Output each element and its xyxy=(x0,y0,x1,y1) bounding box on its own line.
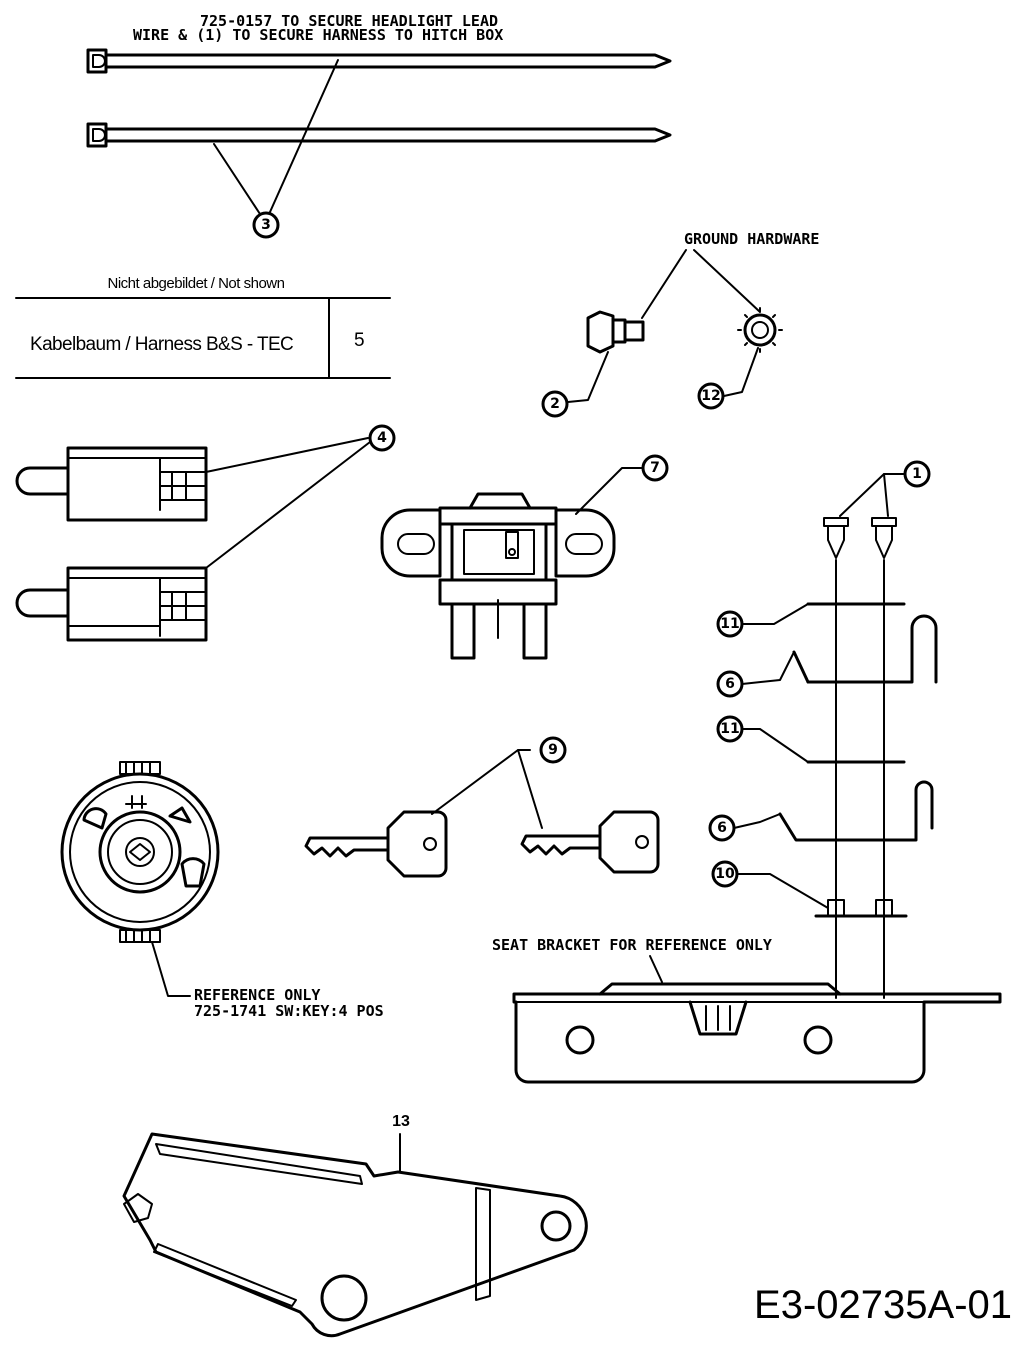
part-13-label: 13 xyxy=(392,1113,410,1130)
seat-switch xyxy=(380,492,616,660)
svg-text:11: 11 xyxy=(720,721,739,737)
callout-4[interactable]: 4 xyxy=(368,424,396,452)
drawing-number: E3-02735A-01 xyxy=(754,1283,1012,1327)
svg-text:9: 9 xyxy=(548,742,558,758)
leader-3a xyxy=(213,143,261,215)
leader-ground-bolt xyxy=(641,249,687,319)
svg-text:7: 7 xyxy=(650,460,660,476)
callout-7[interactable]: 7 xyxy=(641,454,669,482)
callout-11-upper[interactable]: 11 xyxy=(716,610,744,638)
seat-bracket-label: SEAT BRACKET FOR REFERENCE ONLY xyxy=(492,936,772,954)
callout-12[interactable]: 12 xyxy=(697,382,725,410)
leader-1b xyxy=(883,473,889,517)
ignition-switch xyxy=(60,761,220,943)
leader-4a xyxy=(205,437,369,473)
callout-10[interactable]: 10 xyxy=(711,860,739,888)
key-right xyxy=(520,810,660,874)
svg-text:1: 1 xyxy=(912,466,922,482)
callout-6-lower[interactable]: 6 xyxy=(708,814,736,842)
cable-tie-lower xyxy=(86,122,672,148)
leader-seat-bracket xyxy=(649,955,663,983)
svg-text:3: 3 xyxy=(261,217,271,233)
key-left xyxy=(304,810,448,878)
ground-bolt xyxy=(586,310,645,354)
callout-9[interactable]: 9 xyxy=(539,736,567,764)
leader-ground-washer xyxy=(693,249,761,313)
connector-lower xyxy=(15,566,208,642)
leader-11a xyxy=(741,603,809,625)
callout-2[interactable]: 2 xyxy=(541,390,569,418)
svg-text:4: 4 xyxy=(377,430,387,446)
leader-1a xyxy=(839,473,905,517)
svg-text:12: 12 xyxy=(701,388,720,404)
reference-only-label: REFERENCE ONLY xyxy=(194,986,320,1004)
svg-text:11: 11 xyxy=(720,616,739,632)
harness-routing xyxy=(778,517,938,999)
callout-1[interactable]: 1 xyxy=(903,460,931,488)
connector-upper xyxy=(15,446,208,522)
svg-text:6: 6 xyxy=(717,820,727,836)
leader-9b xyxy=(517,749,543,829)
callout-6-upper[interactable]: 6 xyxy=(716,670,744,698)
ground-hardware-label: GROUND HARDWARE xyxy=(684,230,819,248)
callout-3[interactable]: 3 xyxy=(252,211,280,239)
cable-tie-note-line1: 725-0157 TO SECURE HEADLIGHT LEAD xyxy=(200,12,498,30)
seat-bracket xyxy=(512,982,1002,1084)
svg-text:2: 2 xyxy=(550,396,560,412)
not-shown-table: Nicht abgebildet / Not shown Kabelbaum /… xyxy=(15,275,391,379)
leader-7 xyxy=(575,467,643,515)
switch-part-label: 725-1741 SW:KEY:4 POS xyxy=(194,1002,384,1020)
svg-text:10: 10 xyxy=(715,866,735,882)
table-row-description: Kabelbaum / Harness B&S - TEC xyxy=(30,334,293,355)
cable-tie-upper xyxy=(86,48,672,74)
svg-text:6: 6 xyxy=(725,676,735,692)
leader-11b xyxy=(741,728,809,763)
leader-2 xyxy=(567,351,609,403)
leader-10 xyxy=(737,873,829,909)
mounting-bracket xyxy=(122,1132,588,1338)
table-row-ref: 5 xyxy=(354,330,364,351)
cable-tie-note-line2: WIRE & (1) TO SECURE HARNESS TO HITCH BO… xyxy=(133,26,503,44)
leader-6b xyxy=(733,813,781,829)
callout-11-lower[interactable]: 11 xyxy=(716,715,744,743)
leader-9a xyxy=(431,749,531,815)
star-washer xyxy=(737,307,783,353)
leader-12 xyxy=(723,347,759,397)
leader-6a xyxy=(741,651,795,685)
not-shown-caption: Nicht abgebildet / Not shown xyxy=(108,275,285,292)
leader-4b xyxy=(205,441,371,569)
leader-reference-switch xyxy=(151,941,191,997)
leader-3b xyxy=(269,59,339,213)
